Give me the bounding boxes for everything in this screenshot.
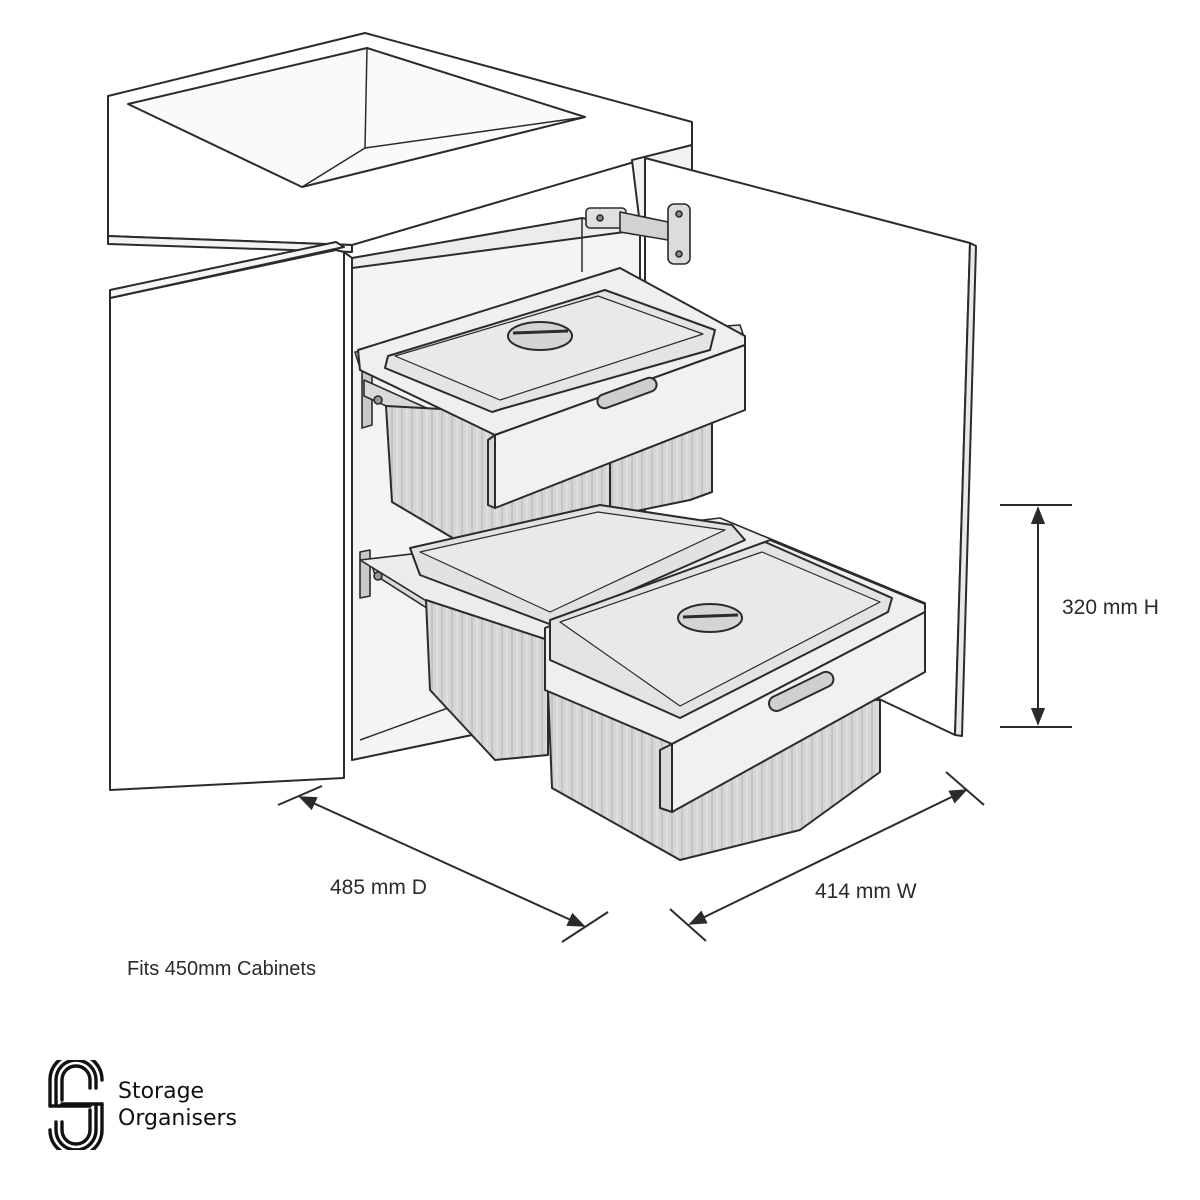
- width-dimension-line: [669, 771, 985, 942]
- lower-frame-handle-slot: [768, 670, 835, 713]
- depth-dimension-line: [277, 785, 609, 943]
- height-dimension-line: [1000, 504, 1072, 728]
- lower-bin-rear: [409, 504, 746, 761]
- cabinet-fit-note: Fits 450mm Cabinets: [127, 958, 316, 980]
- lower-frame: [544, 539, 926, 813]
- brand-block: Storage Organisers: [46, 1060, 237, 1150]
- width-dimension-label: 414 mm W: [815, 880, 917, 903]
- upper-frame: [357, 267, 746, 509]
- upper-frame-handle-slot: [596, 376, 658, 410]
- interlocking-s-logo-icon: [48, 1060, 104, 1150]
- depth-dimension-label: 485 mm D: [330, 876, 427, 899]
- brand-name-line2: Organisers: [118, 1106, 237, 1131]
- brand-name-line1: Storage: [118, 1079, 205, 1104]
- brand-name: Storage Organisers: [118, 1078, 237, 1132]
- upper-lid-handle: [507, 321, 573, 351]
- countertop: [107, 32, 693, 253]
- height-dimension-label: 320 mm H: [1062, 596, 1159, 619]
- lower-lid-handle: [677, 603, 743, 633]
- door-hinge: [585, 203, 691, 265]
